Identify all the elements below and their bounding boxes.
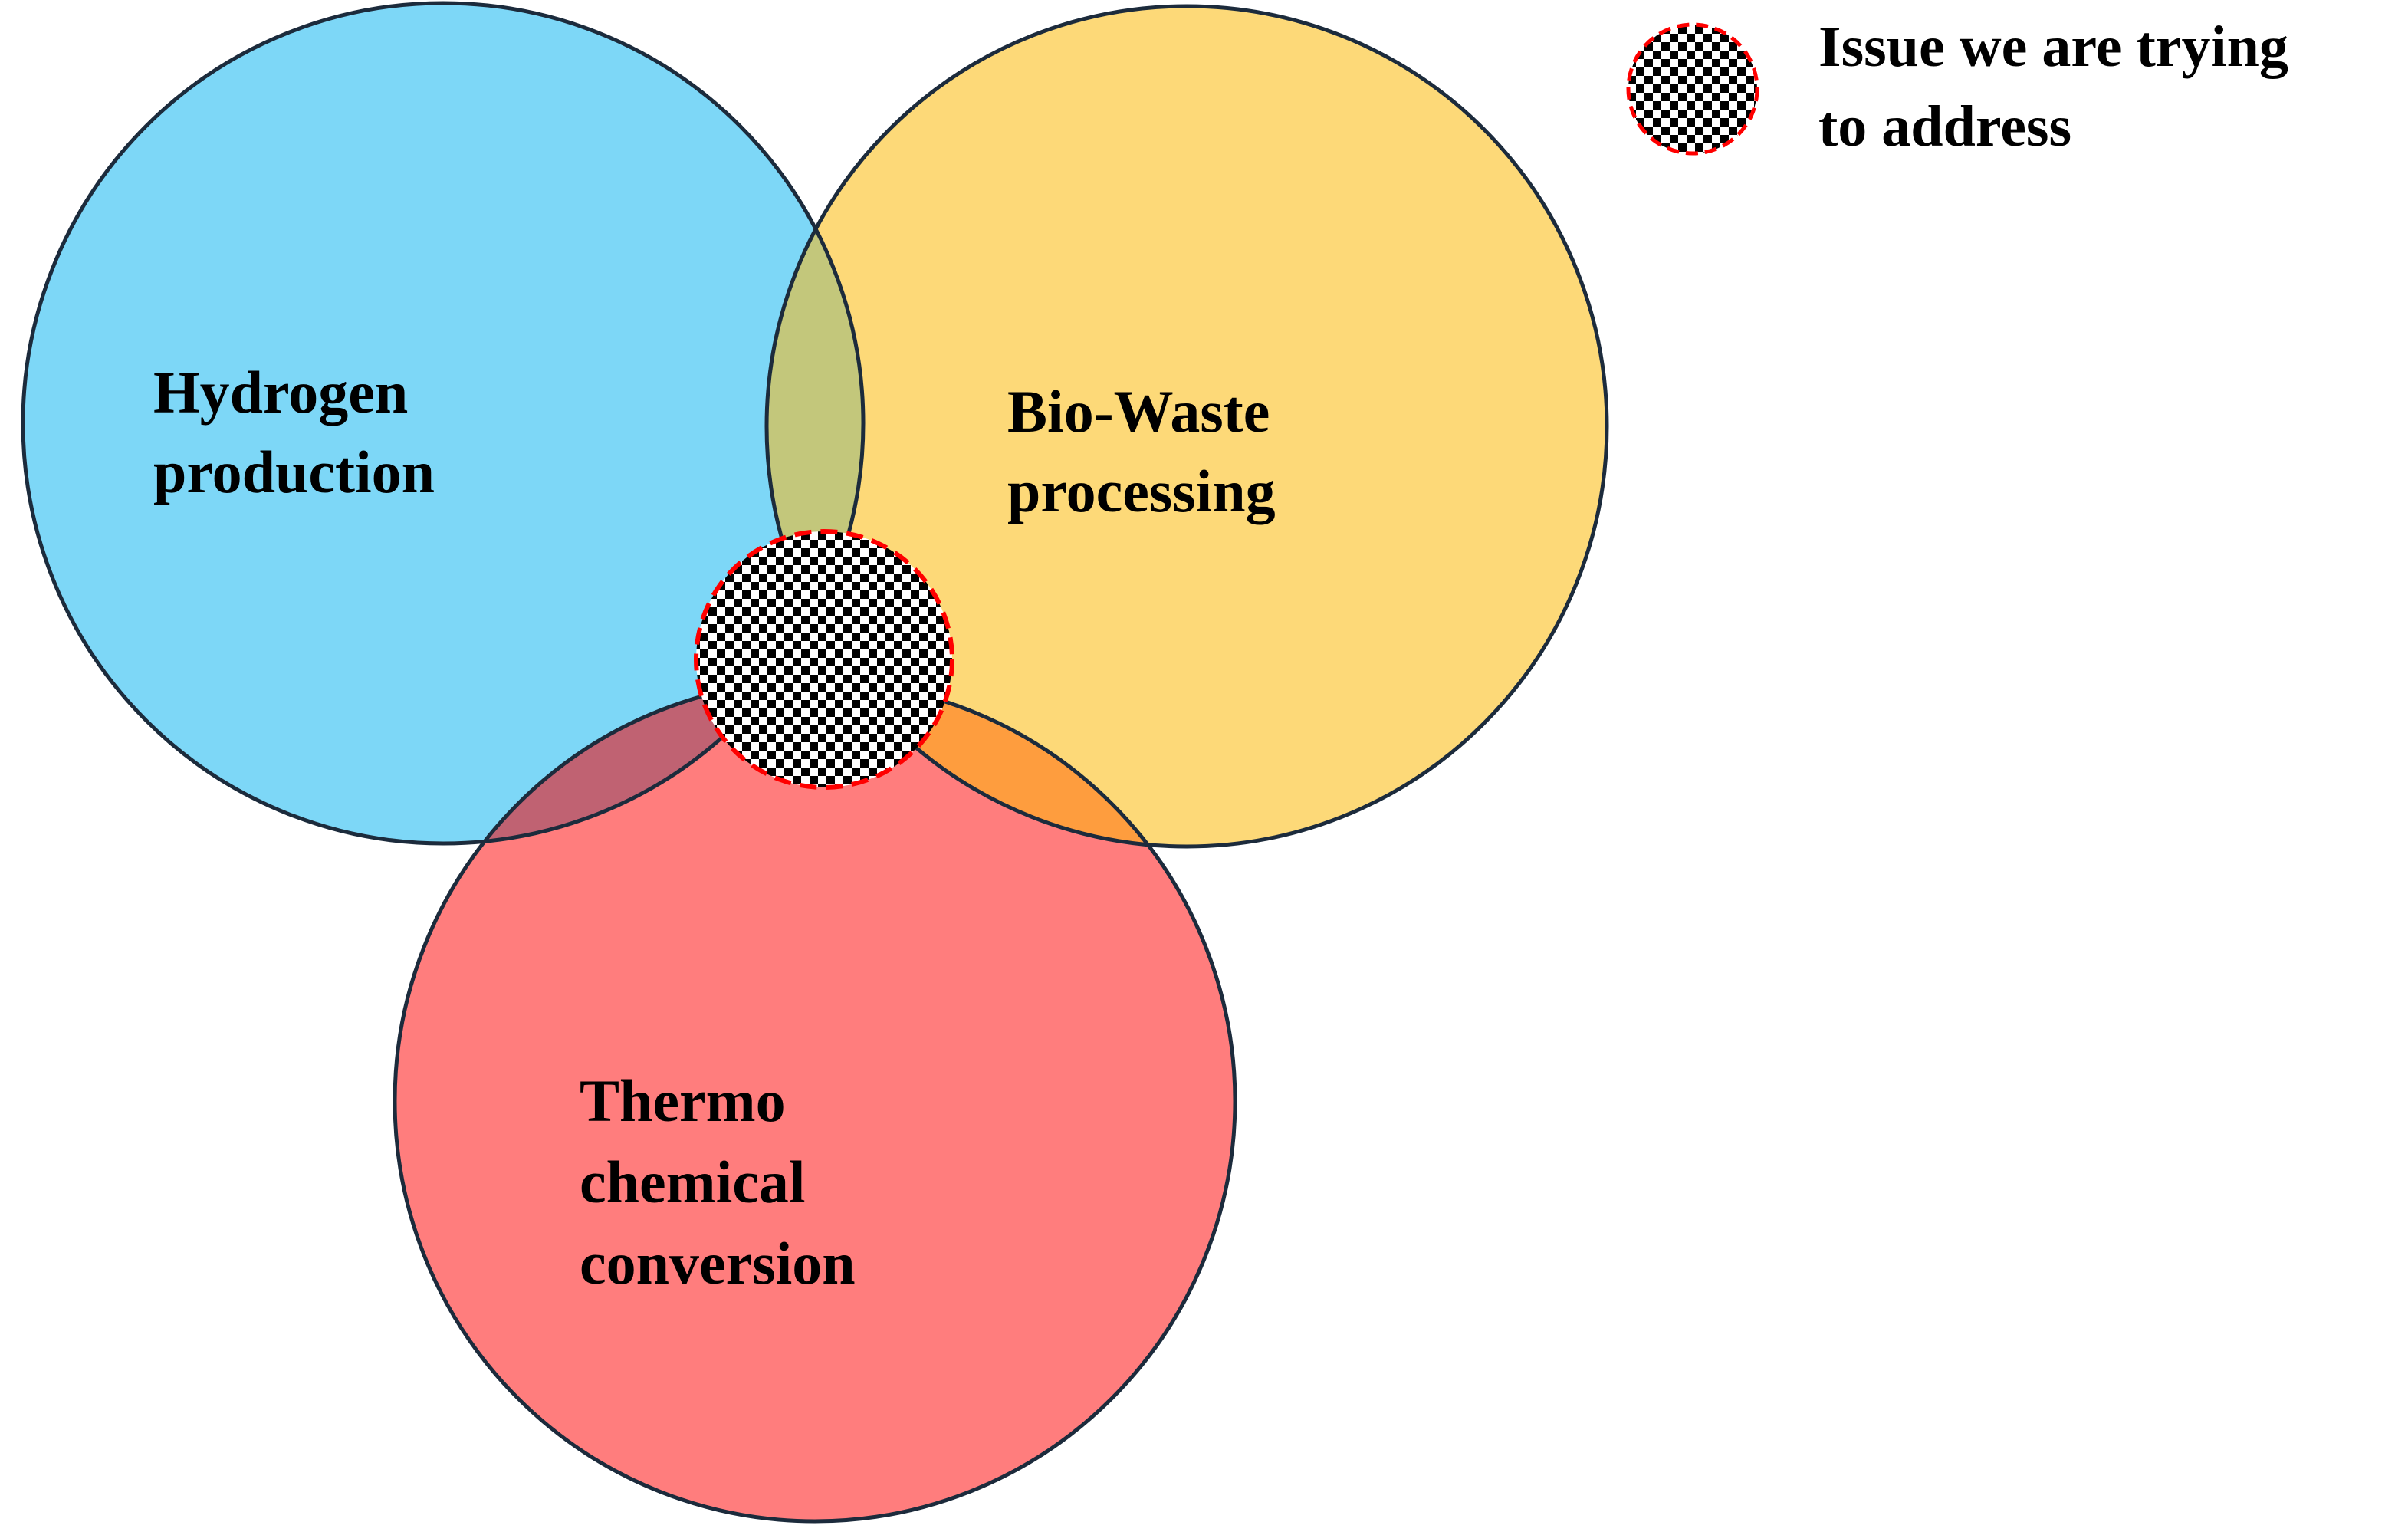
hydrogen-production-circle: [23, 3, 863, 843]
biowaste-label-line-1: Bio-Waste: [1007, 378, 1270, 445]
legend-label: Issue we are trying to address: [1818, 15, 2303, 159]
issue-center-marker: [694, 529, 954, 790]
legend: Issue we are trying to address: [1626, 15, 2303, 159]
thermo-label-line-2: chemical: [580, 1149, 806, 1215]
thermo-label-line-1: Thermo: [580, 1067, 786, 1134]
hydrogen-production-label: Hydrogen production: [153, 359, 435, 505]
thermo-chemical-conversion-circle: [395, 681, 1235, 1521]
hydrogen-circle-outline: [21, 1, 866, 846]
hydrogen-label-line-2: production: [153, 439, 435, 505]
biowaste-label-line-2: processing: [1007, 458, 1276, 524]
hydrogen-label-line-1: Hydrogen: [153, 359, 408, 426]
thermo-label-line-3: conversion: [580, 1230, 856, 1297]
biowaste-circle-outline: [764, 4, 1609, 849]
legend-label-line-1: Issue we are trying: [1818, 15, 2288, 79]
bio-waste-processing-label: Bio-Waste processing: [1007, 378, 1285, 524]
bio-waste-processing-circle: [767, 6, 1607, 847]
thermo-chemical-conversion-label: Thermo chemical conversion: [580, 1067, 856, 1297]
legend-checkerboard-icon: [1626, 22, 1759, 156]
legend-label-line-2: to address: [1818, 94, 2071, 159]
